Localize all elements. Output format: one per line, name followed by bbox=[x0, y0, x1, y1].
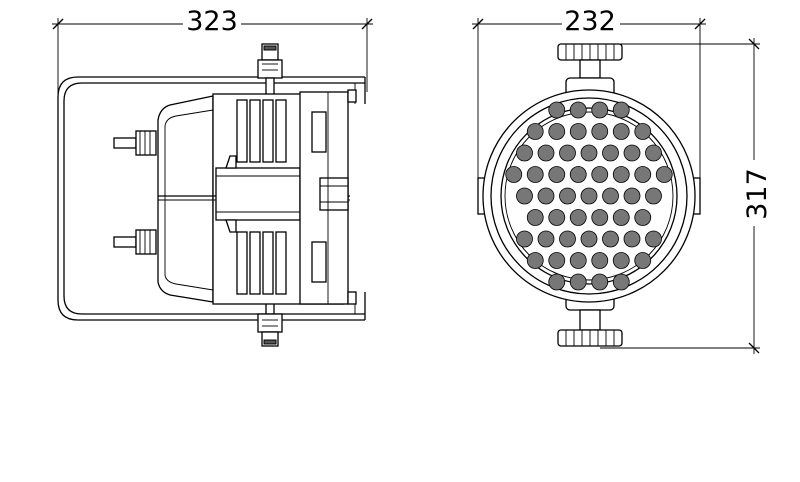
side-view: 323 bbox=[52, 6, 373, 347]
led bbox=[602, 230, 619, 248]
led bbox=[559, 230, 576, 248]
led bbox=[623, 144, 641, 162]
led bbox=[537, 230, 555, 248]
led bbox=[612, 209, 630, 226]
cable-gland-top bbox=[113, 130, 157, 156]
rear-housing bbox=[157, 95, 214, 303]
led bbox=[591, 209, 609, 226]
led bbox=[591, 273, 609, 291]
dimension-label-323: 323 bbox=[186, 6, 238, 37]
front-view: 232 317 bbox=[472, 6, 773, 354]
led bbox=[623, 230, 641, 248]
led bbox=[591, 252, 609, 269]
led bbox=[591, 101, 609, 119]
led bbox=[645, 230, 662, 248]
led bbox=[612, 273, 630, 291]
led bbox=[537, 187, 555, 205]
led-array bbox=[505, 101, 673, 291]
led bbox=[612, 101, 630, 119]
led bbox=[580, 230, 598, 248]
led bbox=[645, 144, 662, 162]
led bbox=[569, 273, 587, 291]
led bbox=[548, 209, 566, 226]
led bbox=[516, 187, 533, 205]
dimension-front-width: 232 bbox=[472, 6, 706, 180]
led bbox=[505, 166, 523, 183]
led bbox=[569, 166, 587, 183]
led bbox=[645, 187, 662, 205]
front-top-knob bbox=[557, 43, 623, 97]
led bbox=[591, 123, 609, 140]
led bbox=[537, 144, 555, 162]
led bbox=[569, 123, 587, 140]
led bbox=[634, 166, 652, 183]
led bbox=[655, 166, 673, 183]
dimension-label-317: 317 bbox=[742, 168, 773, 220]
led bbox=[548, 166, 566, 183]
led bbox=[580, 187, 598, 205]
dimension-side-width: 323 bbox=[52, 6, 373, 110]
led bbox=[612, 252, 630, 269]
led bbox=[612, 123, 630, 140]
led bbox=[516, 144, 533, 162]
led bbox=[634, 252, 652, 269]
led bbox=[548, 273, 566, 291]
led bbox=[516, 230, 533, 248]
dimension-height: 317 bbox=[600, 38, 773, 354]
led bbox=[548, 101, 566, 119]
led bbox=[559, 187, 576, 205]
led bbox=[623, 187, 641, 205]
bottom-knob bbox=[257, 299, 283, 347]
led bbox=[569, 209, 587, 226]
dimension-label-232: 232 bbox=[564, 6, 616, 37]
led bbox=[526, 123, 544, 140]
led bbox=[548, 123, 566, 140]
led bbox=[634, 123, 652, 140]
led bbox=[526, 209, 544, 226]
led bbox=[612, 166, 630, 183]
led bbox=[634, 209, 652, 226]
led bbox=[591, 166, 609, 183]
led bbox=[526, 252, 544, 269]
led bbox=[580, 144, 598, 162]
cable-gland-bottom bbox=[113, 229, 157, 255]
led bbox=[602, 144, 619, 162]
led bbox=[548, 252, 566, 269]
led bbox=[526, 166, 544, 183]
front-ring bbox=[299, 89, 357, 305]
led bbox=[569, 101, 587, 119]
led bbox=[569, 252, 587, 269]
led bbox=[602, 187, 619, 205]
top-knob bbox=[257, 43, 283, 97]
led bbox=[559, 144, 576, 162]
